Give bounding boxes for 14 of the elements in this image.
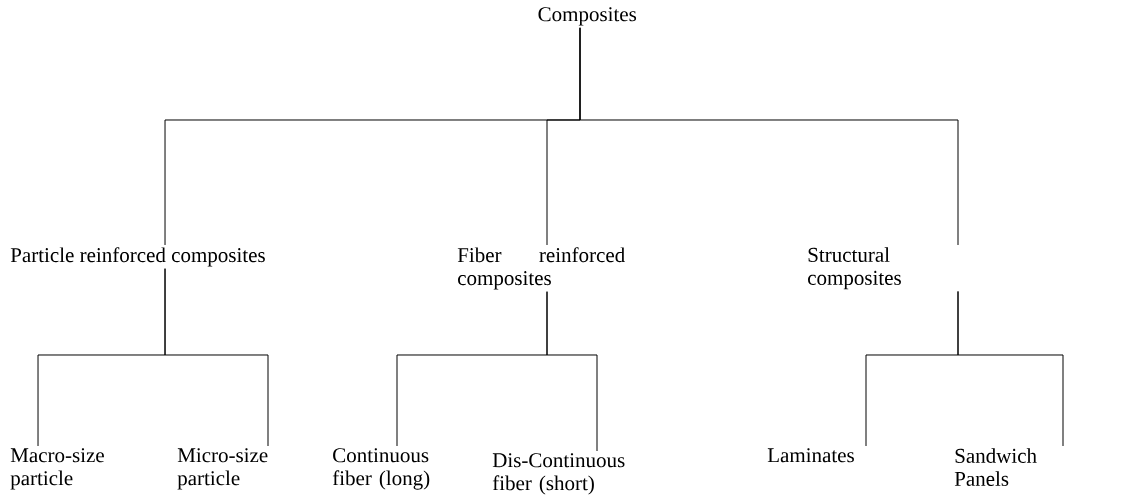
category-label: Dis-Continuous fiber (short) <box>492 453 625 495</box>
category-label: Fiber reinforced composites <box>457 247 625 290</box>
category-label: Particle reinforced composites <box>10 247 265 267</box>
category-label: Laminates <box>767 448 854 463</box>
tree-connector <box>546 291 598 452</box>
category-label: Sandwich Panels <box>954 448 1037 486</box>
category-label: Macro-size particle <box>10 448 104 490</box>
tree-connector <box>957 290 1064 447</box>
category-label: Structural composites <box>808 247 901 290</box>
category-label: Continuous fiber (long) <box>332 448 430 490</box>
tree-connector <box>164 268 269 447</box>
category-label: Micro-size particle <box>177 448 268 490</box>
tree-connector <box>579 27 959 246</box>
category-label: Composites <box>538 7 637 26</box>
